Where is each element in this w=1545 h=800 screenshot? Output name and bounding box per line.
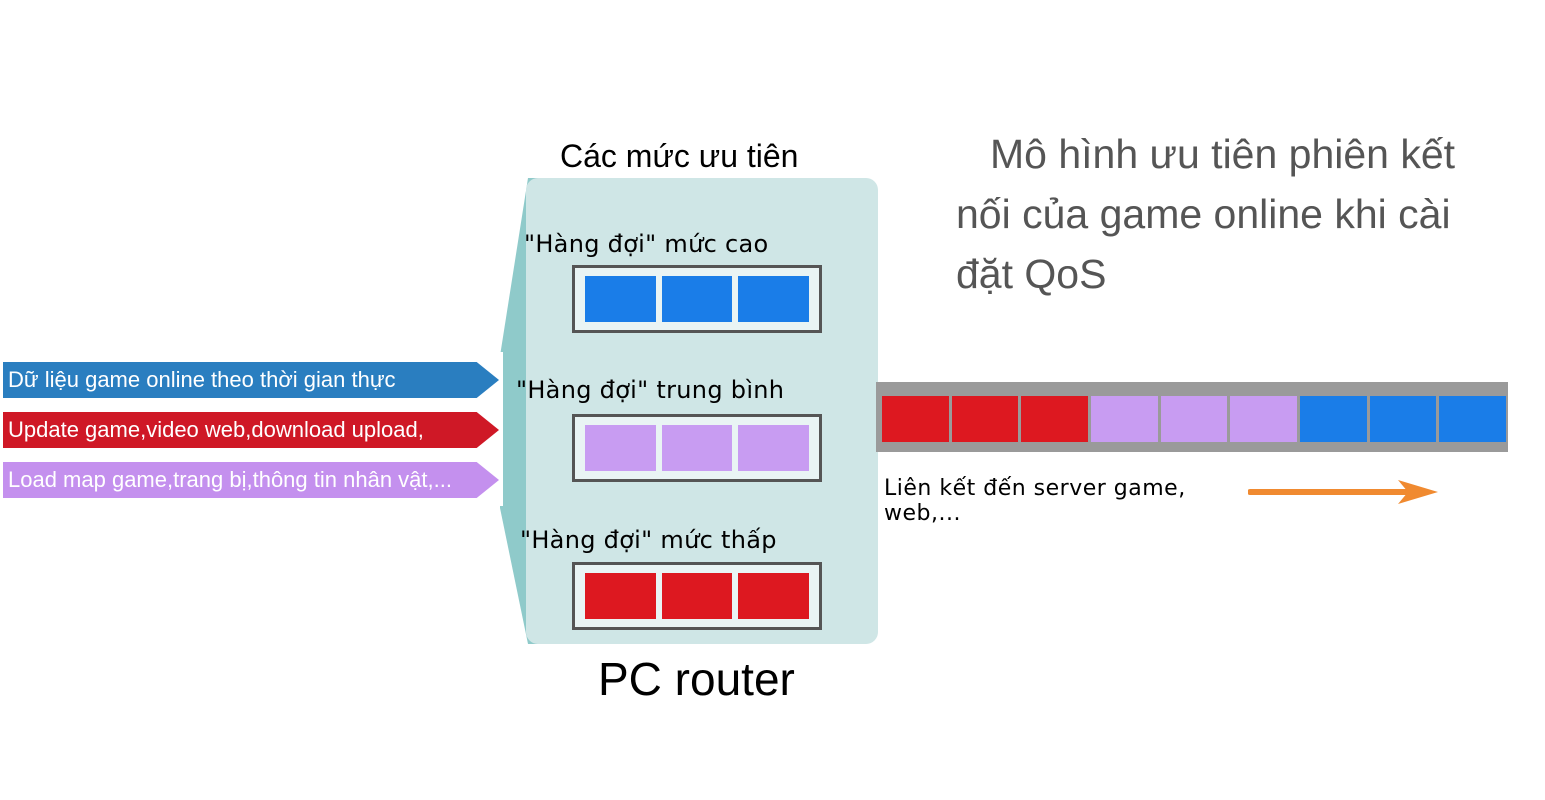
queue-low-packet [585,573,656,619]
link-packet [1300,396,1367,442]
queue-medium-packet [585,425,656,471]
input-load-map: Load map game,trang bị,thông tin nhân vậ… [3,462,499,498]
queue-high-packet [585,276,656,322]
input-realtime-game-data: Dữ liệu game online theo thời gian thực [3,362,499,398]
queue-high-packet [738,276,810,322]
queue-medium-packet [661,425,733,471]
queue-high [572,265,822,333]
queue-low-packet [661,573,733,619]
queue-low-packet [738,573,810,619]
link-packet [1091,396,1158,442]
outgoing-arrow-icon [1248,480,1438,504]
queue-high-label: "Hàng đợi" mức cao [524,230,769,258]
queue-low [572,562,822,630]
input-update-download: Update game,video web,download upload, [3,412,499,448]
queue-medium-packet [738,425,810,471]
link-packet [1021,396,1089,442]
server-link-packets [882,396,1507,442]
link-packet [1439,396,1507,442]
link-packet [1230,396,1298,442]
server-link-label: Liên kết đến server game, web,... [884,476,1186,526]
link-packet [1369,396,1437,442]
queue-medium-label: "Hàng đợi" trung bình [516,376,785,404]
queue-medium [572,414,822,482]
diagram-title: Mô hình ưu tiên phiên kết nối của game o… [956,131,1456,297]
queue-low-label: "Hàng đợi" mức thấp [520,526,777,554]
queue-high-packet [661,276,733,322]
router-name: PC router [598,653,795,705]
link-packet [1160,396,1228,442]
link-packet [951,396,1019,442]
priority-levels-heading: Các mức ưu tiên [560,138,799,174]
link-packet [882,396,949,442]
